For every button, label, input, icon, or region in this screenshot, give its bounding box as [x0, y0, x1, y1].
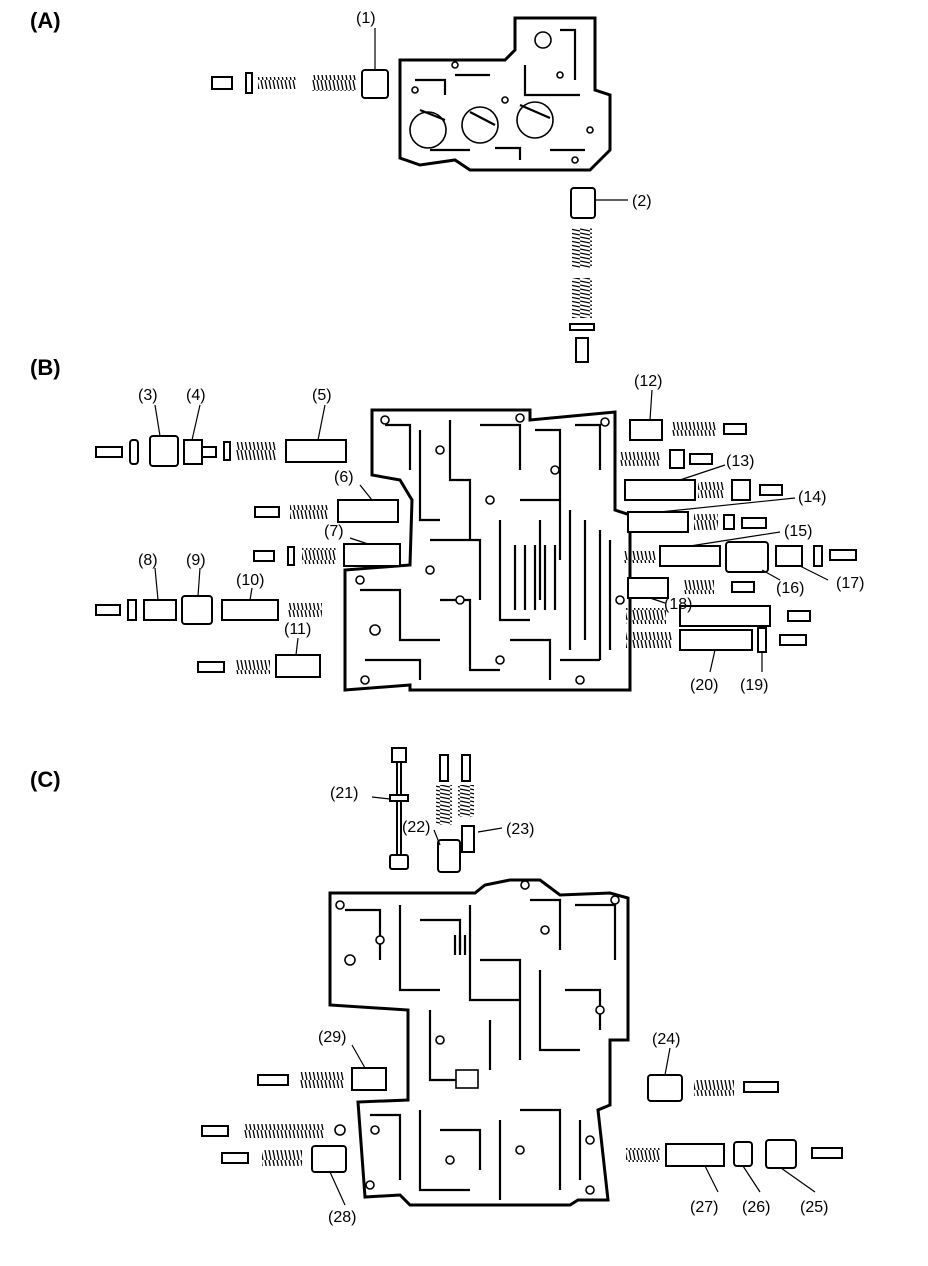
callout-21: (21) — [330, 785, 358, 802]
lower-valve-body — [328, 878, 630, 1207]
callout-27: (27) — [690, 1199, 718, 1216]
section-label-b: (B) — [30, 355, 61, 380]
callout-17: (17) — [836, 575, 864, 592]
callout-10: (10) — [236, 572, 264, 589]
callout-25: (25) — [800, 1199, 828, 1216]
callout-26: (26) — [742, 1199, 770, 1216]
callout-3: (3) — [138, 387, 158, 404]
section-c-parts-sides — [201, 1067, 843, 1173]
main-valve-body — [343, 408, 632, 692]
callout-1: (1) — [356, 10, 376, 27]
callout-2: (2) — [632, 193, 652, 210]
section-c-parts-top — [389, 747, 475, 873]
section-b-parts-left — [95, 435, 401, 678]
callout-12: (12) — [634, 373, 662, 390]
callout-14: (14) — [798, 489, 826, 506]
callout-13: (13) — [726, 453, 754, 470]
callout-24: (24) — [652, 1031, 680, 1048]
callout-28: (28) — [328, 1209, 356, 1226]
section-c-leaders — [329, 796, 816, 1206]
section-label-c: (C) — [30, 767, 61, 792]
callout-29: (29) — [318, 1029, 346, 1046]
section-b-parts-right — [620, 419, 857, 653]
callout-15: (15) — [784, 523, 812, 540]
callout-6: (6) — [334, 469, 354, 486]
callout-22: (22) — [402, 819, 430, 836]
callout-11: (11) — [284, 621, 311, 638]
section-label-a: (A) — [30, 8, 61, 33]
section-a-parts — [211, 69, 596, 363]
callout-18: (18) — [664, 596, 692, 613]
callout-7: (7) — [324, 523, 344, 540]
callout-8: (8) — [138, 552, 158, 569]
section-b-leaders — [154, 389, 829, 673]
callout-20: (20) — [690, 677, 718, 694]
callout-5: (5) — [312, 387, 332, 404]
callout-9: (9) — [186, 552, 206, 569]
callout-19: (19) — [740, 677, 768, 694]
upper-valve-body — [398, 16, 612, 172]
callout-16: (16) — [776, 580, 804, 597]
callout-4: (4) — [186, 387, 206, 404]
callout-23: (23) — [506, 821, 534, 838]
